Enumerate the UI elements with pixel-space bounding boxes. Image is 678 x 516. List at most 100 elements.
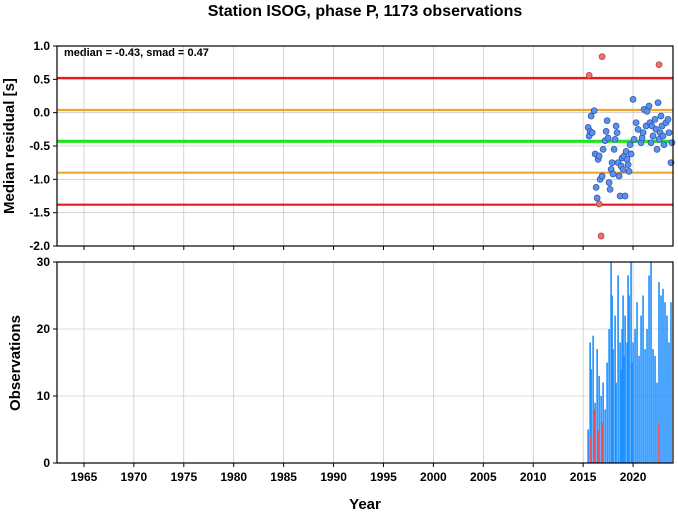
x-tick-label: 1975 bbox=[170, 470, 197, 484]
observation-bar-outlier bbox=[597, 429, 599, 463]
residual-point bbox=[657, 112, 665, 120]
residual-point bbox=[603, 117, 611, 125]
observation-bar bbox=[632, 342, 634, 463]
residual-point bbox=[624, 161, 632, 169]
observation-bar bbox=[654, 355, 656, 463]
residual-point bbox=[654, 99, 662, 107]
x-tick-label: 1990 bbox=[320, 470, 347, 484]
residual-point bbox=[621, 192, 629, 200]
x-tick-label: 2015 bbox=[570, 470, 597, 484]
observation-bar bbox=[608, 329, 610, 463]
residual-point bbox=[613, 129, 621, 137]
residual-panel-frame bbox=[56, 45, 674, 247]
observations-y-tick-label: 10 bbox=[37, 389, 51, 403]
residual-point bbox=[602, 127, 610, 135]
observation-bar bbox=[666, 315, 668, 463]
residual-point bbox=[593, 194, 601, 202]
observation-bar bbox=[598, 375, 600, 463]
residual-y-tick-label: -0.5 bbox=[29, 139, 50, 153]
observation-bar-outlier bbox=[589, 436, 591, 463]
observations-y-axis-title: Observations bbox=[7, 315, 24, 411]
residual-point bbox=[604, 134, 612, 142]
observation-bar bbox=[627, 275, 629, 463]
residual-point bbox=[668, 139, 676, 147]
outlier-point bbox=[597, 232, 605, 240]
residual-point bbox=[639, 129, 647, 137]
x-tick-label: 1985 bbox=[270, 470, 297, 484]
residual-panel: 1.00.50.0-0.5-1.0-1.5-2.0 bbox=[29, 39, 676, 253]
observation-bar bbox=[594, 402, 596, 463]
residual-point bbox=[592, 183, 600, 191]
observation-bar bbox=[623, 355, 625, 463]
observation-bar bbox=[628, 295, 630, 463]
observation-bar-outlier bbox=[601, 422, 603, 463]
x-tick-label: 2020 bbox=[620, 470, 647, 484]
observation-bar bbox=[600, 396, 602, 463]
observation-bar bbox=[656, 382, 658, 463]
chart-title: Station ISOG, phase P, 1173 observations bbox=[208, 3, 523, 20]
observation-bar bbox=[660, 295, 662, 463]
outlier-point bbox=[595, 200, 603, 208]
residual-point bbox=[623, 155, 631, 163]
observation-bar bbox=[611, 295, 613, 463]
residual-y-tick-label: -2.0 bbox=[29, 239, 50, 253]
observation-bar bbox=[634, 329, 636, 463]
observation-bar bbox=[664, 302, 666, 463]
observation-bar bbox=[648, 275, 650, 463]
observation-bar bbox=[620, 369, 622, 463]
residual-y-tick-label: -1.5 bbox=[29, 206, 50, 220]
observation-bar bbox=[590, 369, 592, 463]
residual-point bbox=[665, 129, 673, 137]
residual-point bbox=[619, 165, 627, 173]
x-tick-label: 1970 bbox=[121, 470, 148, 484]
residual-point bbox=[629, 95, 637, 103]
observation-bar bbox=[636, 302, 638, 463]
outlier-point bbox=[598, 53, 606, 61]
observations-y-tick-label: 20 bbox=[37, 322, 51, 336]
residual-point bbox=[609, 170, 617, 178]
residual-point bbox=[625, 167, 633, 175]
observation-bar bbox=[668, 342, 670, 463]
residual-point bbox=[608, 159, 616, 167]
observation-bar bbox=[626, 342, 628, 463]
observation-bar bbox=[589, 342, 591, 463]
residual-point bbox=[649, 132, 657, 140]
residual-point bbox=[630, 135, 638, 143]
observation-bar bbox=[604, 409, 606, 463]
observation-bar bbox=[622, 295, 624, 463]
observation-bar bbox=[624, 315, 626, 463]
observation-bar bbox=[619, 342, 621, 463]
observation-bar bbox=[662, 288, 664, 463]
residual-point bbox=[595, 152, 603, 160]
observation-bar bbox=[638, 355, 640, 463]
observation-bar bbox=[596, 349, 598, 463]
observation-bar-outlier bbox=[593, 409, 595, 463]
residual-point bbox=[653, 145, 661, 153]
residual-y-axis-title: Median residual [s] bbox=[1, 78, 18, 214]
observation-bar bbox=[630, 262, 632, 463]
outlier-point bbox=[655, 61, 663, 69]
observation-bar bbox=[606, 362, 608, 463]
residual-point bbox=[659, 132, 667, 140]
observation-bar bbox=[640, 315, 642, 463]
residual-y-tick-label: 0.5 bbox=[33, 72, 50, 86]
observation-bar bbox=[612, 349, 614, 463]
observations-y-tick-label: 0 bbox=[43, 456, 50, 470]
residual-point bbox=[627, 150, 635, 158]
observation-bar bbox=[615, 382, 617, 463]
residual-point bbox=[610, 145, 618, 153]
residual-point bbox=[588, 129, 596, 137]
residual-point bbox=[664, 115, 672, 123]
residual-point bbox=[612, 122, 620, 130]
residual-point bbox=[626, 141, 634, 149]
residual-y-tick-label: 0.0 bbox=[33, 106, 50, 120]
observation-bar bbox=[592, 335, 594, 463]
x-tick-label: 2000 bbox=[420, 470, 447, 484]
x-tick-label: 1965 bbox=[71, 470, 98, 484]
residual-point bbox=[611, 135, 619, 143]
residual-point bbox=[638, 134, 646, 142]
observation-bar bbox=[652, 349, 654, 463]
median-smad-annotation: median = -0.43, smad = 0.47 bbox=[64, 47, 209, 59]
